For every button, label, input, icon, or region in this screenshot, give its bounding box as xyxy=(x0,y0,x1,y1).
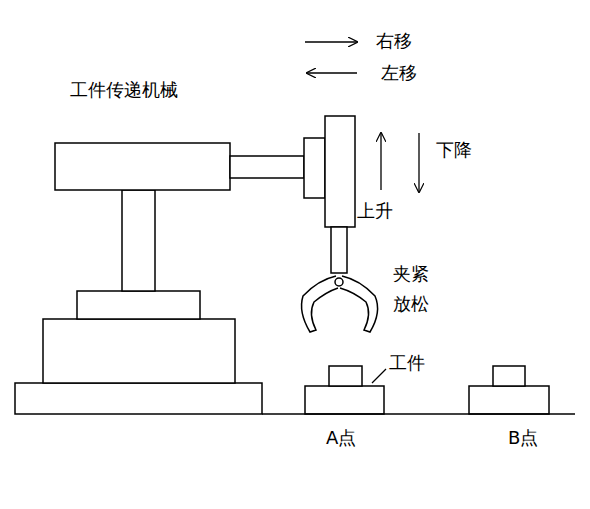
gripper-claw xyxy=(302,276,378,332)
station-label: B点 xyxy=(508,428,538,448)
action-label: 夹紧 xyxy=(393,264,429,284)
up-arrow xyxy=(380,133,381,190)
lift-cylinder xyxy=(325,116,355,227)
ground-line xyxy=(262,413,575,415)
arm-housing xyxy=(55,143,230,190)
base-collar xyxy=(77,291,200,319)
part-label: 工件 xyxy=(389,353,425,373)
motion-label: 右移 xyxy=(376,31,412,51)
station-b xyxy=(469,386,549,414)
action-label: 放松 xyxy=(393,294,429,314)
station-a xyxy=(305,386,384,414)
slider-block xyxy=(304,138,325,198)
right-arrow xyxy=(305,41,357,42)
motion-label: 上升 xyxy=(357,201,393,221)
station-label: A点 xyxy=(326,428,356,448)
arm-rod xyxy=(230,156,304,178)
gripper-shaft xyxy=(331,227,347,273)
base-block xyxy=(43,319,235,383)
leader-line xyxy=(372,369,386,383)
left-arrow xyxy=(307,72,357,73)
motion-label: 下降 xyxy=(436,140,472,160)
workpiece-a xyxy=(329,366,362,386)
motion-label: 左移 xyxy=(381,63,417,83)
workpiece-b xyxy=(493,366,525,386)
column xyxy=(122,190,155,291)
title-label: 工件传递机械 xyxy=(70,80,178,100)
base-plate xyxy=(15,383,262,414)
down-arrow xyxy=(418,133,419,192)
